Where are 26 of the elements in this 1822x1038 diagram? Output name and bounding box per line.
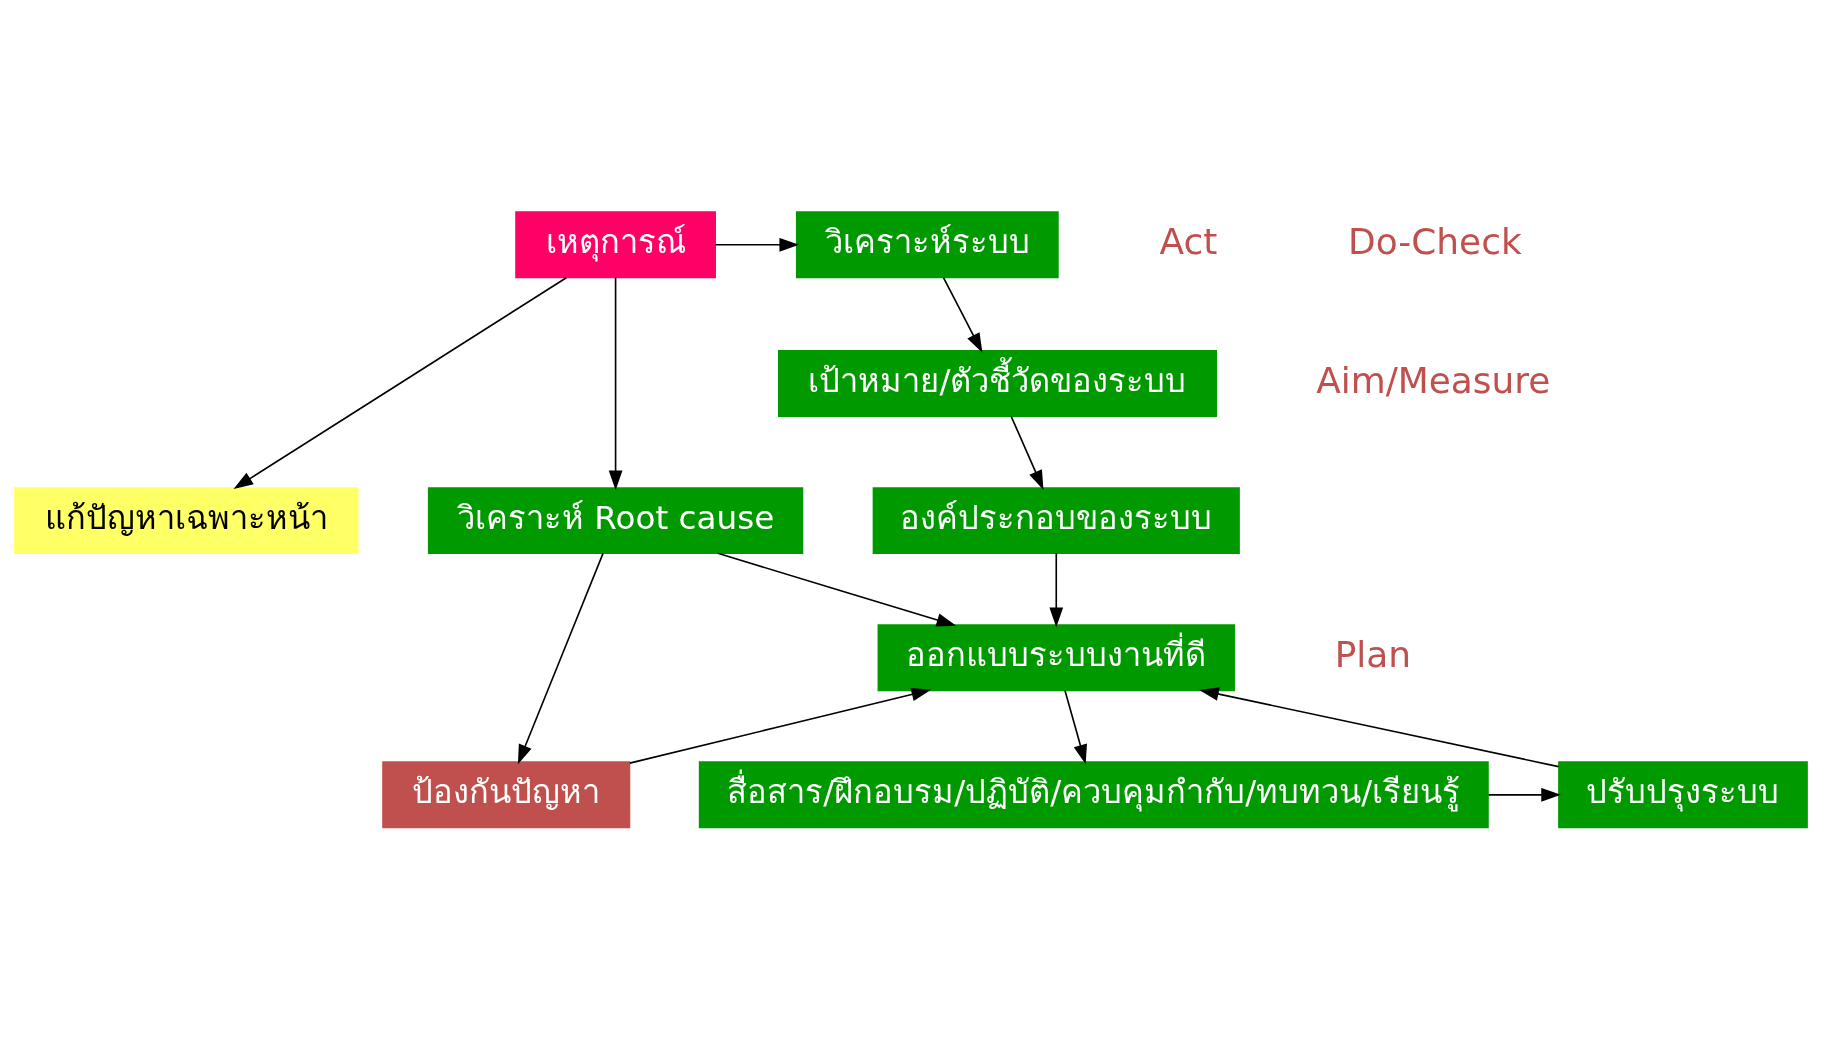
arrow: [608, 276, 623, 491]
arrow: [716, 552, 957, 627]
arrow: [629, 687, 932, 764]
node-box: แก้ปัญหาเฉพาะหน้า: [14, 487, 359, 555]
arrow: [714, 237, 800, 252]
node-box: องค์ประกอบของระบบ: [872, 487, 1240, 555]
node-box: วิเคราะห์ Root cause: [427, 487, 804, 555]
node-box: วิเคราะห์ระบบ: [795, 211, 1059, 279]
arrow: [517, 552, 604, 765]
label: Act: [1159, 220, 1218, 262]
label: Plan: [1334, 633, 1412, 675]
arrow: [1199, 687, 1560, 768]
arrow: [1064, 689, 1087, 765]
arrow: [1049, 552, 1064, 628]
node-box: ปรับปรุงระบบ: [1558, 761, 1808, 829]
node-box: เป้าหมาย/ตัวชี้วัดของระบบ: [778, 350, 1218, 417]
node-box: สื่อสาร/ฝึกอบรม/ปฏิบัติ/ควบคุมกำกับ/ทบทวน/เรียนรู้: [698, 761, 1489, 829]
arrow: [1487, 787, 1561, 802]
node-box: เหตุการณ์: [515, 211, 716, 279]
arrow: [233, 276, 568, 489]
arrow: [942, 277, 983, 353]
label: Do-Check: [1348, 220, 1522, 262]
arrow: [1010, 415, 1044, 490]
label: Aim/Measure: [1316, 359, 1551, 401]
node-box: ป้องกันปัญหา: [382, 761, 631, 829]
node-box: ออกแบบระบบงานที่ดี: [877, 624, 1235, 692]
